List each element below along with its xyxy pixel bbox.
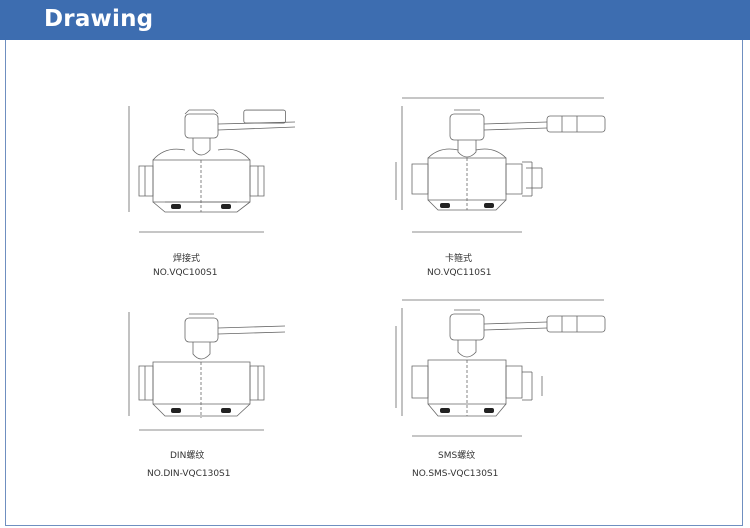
drawing-4-type: SMS螺纹: [438, 451, 476, 461]
drawing-4-model: NO.SMS-VQC130S1: [412, 469, 499, 479]
valve-drawing-clamp: [392, 92, 612, 238]
drawing-1-model: NO.VQC100S1: [153, 268, 218, 278]
drawing-1-type: 焊接式: [173, 254, 201, 264]
drawing-2-model: NO.VQC110S1: [427, 268, 492, 278]
drawing-2-type: 卡箍式: [445, 254, 473, 264]
section-title: Drawing: [44, 6, 154, 32]
drawing-3-type: DIN螺纹: [170, 451, 205, 461]
drawing-3-model: NO.DIN-VQC130S1: [147, 469, 231, 479]
drawing-frame: [5, 40, 743, 526]
valve-drawing-sms-thread: [392, 296, 612, 440]
valve-drawing-din-thread: [125, 308, 285, 438]
valve-drawing-welded: [125, 100, 285, 240]
section-header: Drawing: [0, 0, 750, 40]
